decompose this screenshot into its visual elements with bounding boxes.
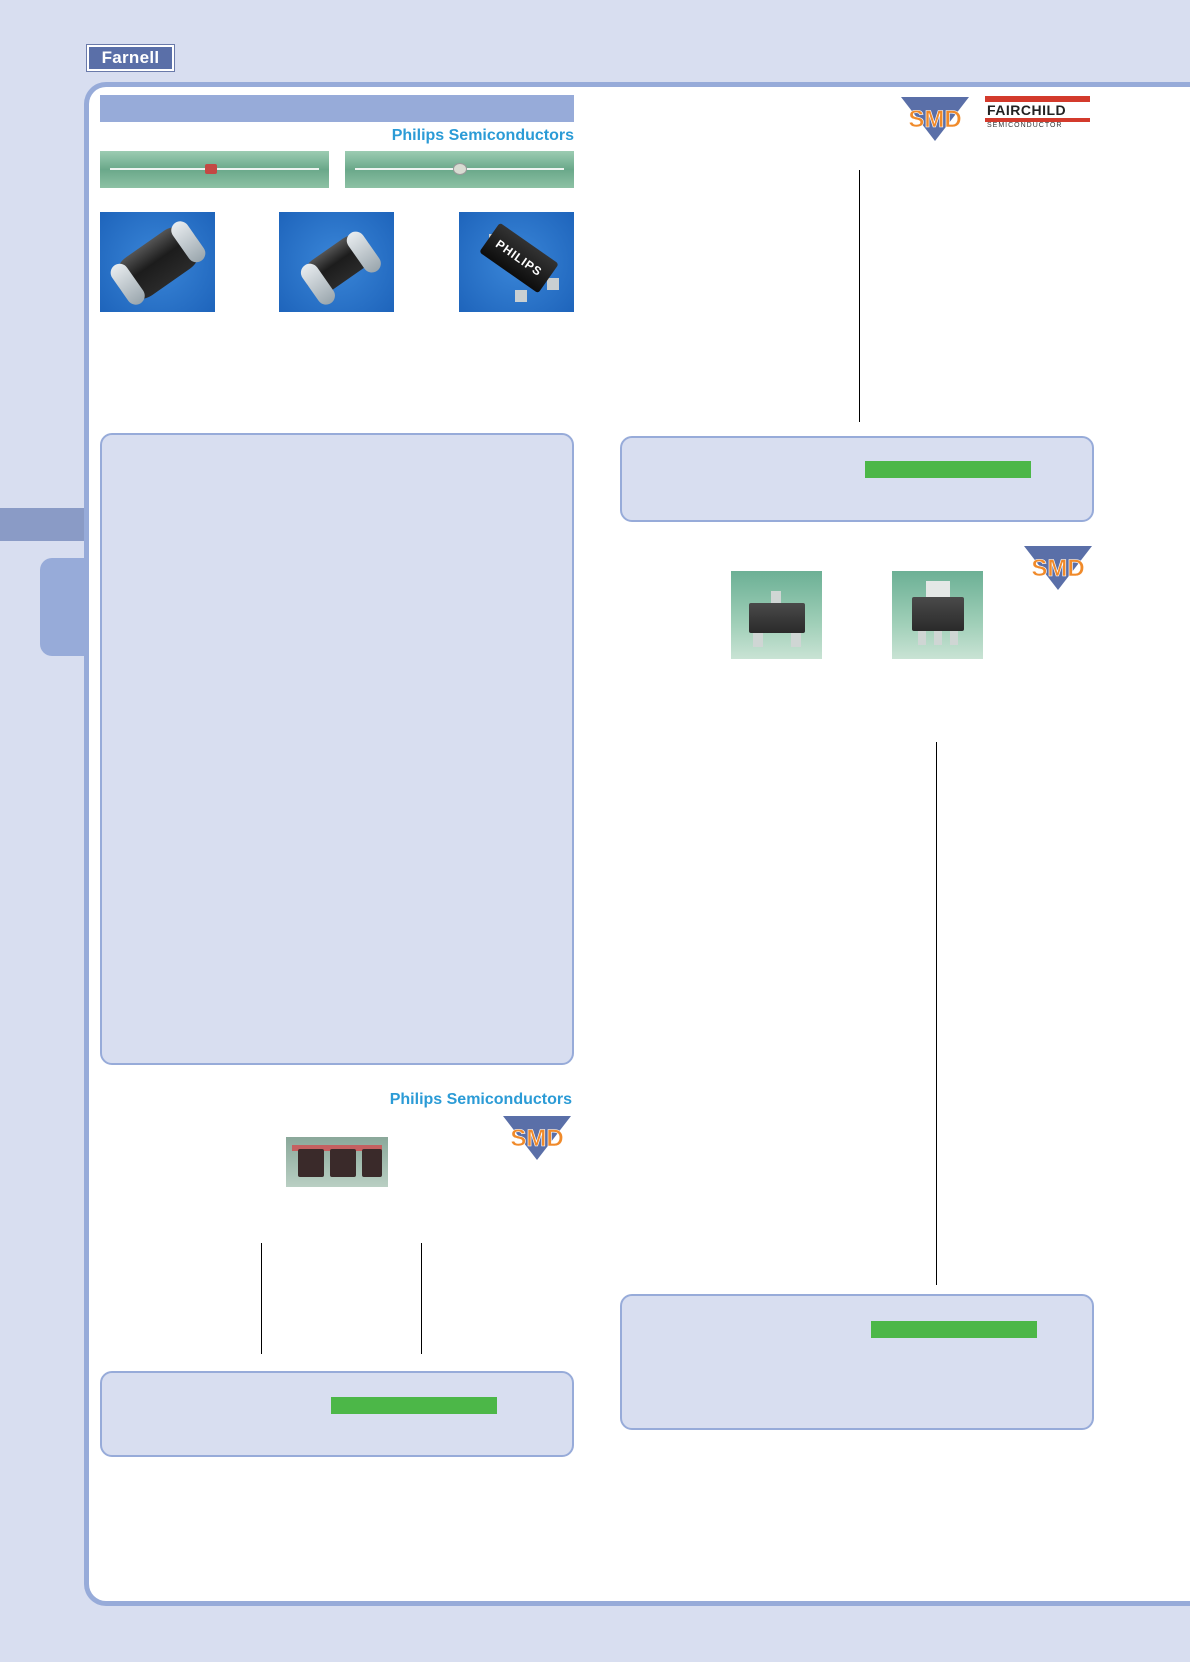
sot-chip-photo: PHILIPS	[459, 212, 574, 312]
chip-pin	[515, 290, 527, 302]
svg-text:SMD: SMD	[908, 106, 961, 133]
smd-logo-top: SMD	[901, 97, 969, 141]
array-element	[298, 1149, 324, 1177]
sot-lead	[950, 631, 958, 645]
fairchild-word: FAIRCHILD	[987, 102, 1067, 118]
spec-box-small-left	[100, 1371, 574, 1457]
sot-lead	[918, 631, 926, 645]
diode-body	[453, 163, 467, 175]
sot-lead	[771, 591, 781, 603]
sot223-photo	[892, 571, 983, 659]
sot23-photo	[731, 571, 822, 659]
divider-line	[421, 1243, 422, 1354]
smd-logo-bottom: SMD	[503, 1116, 571, 1160]
sot-lead	[753, 633, 763, 647]
order-code-bar[interactable]	[865, 461, 1031, 478]
sot-lead	[791, 633, 801, 647]
sot-body	[912, 597, 964, 631]
fairchild-logo: FAIRCHILD SEMICONDUCTOR	[985, 96, 1090, 130]
axial-diode-photo	[100, 151, 329, 188]
fairchild-band	[985, 118, 1090, 122]
side-tab[interactable]	[40, 558, 88, 656]
array-element	[330, 1149, 356, 1177]
divider-line	[261, 1243, 262, 1354]
farnell-logo: Farnell	[86, 44, 175, 72]
order-code-bar[interactable]	[331, 1397, 497, 1414]
sot-body	[749, 603, 805, 633]
spec-box-right-bottom	[620, 1294, 1094, 1430]
svg-text:SMD: SMD	[510, 1125, 563, 1152]
sot-lead	[934, 631, 942, 645]
chip-pin	[547, 278, 559, 290]
minimelf-diode-photo	[279, 212, 394, 312]
divider-line	[859, 170, 860, 422]
diode-array-photo	[286, 1137, 388, 1187]
section-header-bar	[100, 95, 574, 122]
farnell-logo-text: Farnell	[89, 47, 172, 69]
fairchild-band	[985, 96, 1090, 102]
array-element	[362, 1149, 382, 1177]
svg-text:SMD: SMD	[1031, 555, 1084, 582]
minimelf-diode	[297, 228, 379, 300]
spec-box-right-top	[620, 436, 1094, 522]
smd-logo-mid: SMD	[1024, 546, 1092, 590]
side-tab-dark	[0, 508, 84, 541]
fairchild-tag: SEMICONDUCTOR	[987, 122, 1063, 129]
array-strip	[292, 1145, 382, 1151]
diode-body	[205, 164, 217, 174]
sot-tab	[926, 581, 950, 599]
divider-line	[936, 742, 937, 1285]
philips-brand-text-bottom: Philips Semiconductors	[389, 1091, 572, 1108]
melf-diode	[107, 217, 209, 309]
melf-diode-photo	[100, 212, 215, 312]
philips-brand-text-top: Philips Semiconductors	[391, 127, 574, 144]
order-code-bar[interactable]	[871, 1321, 1037, 1338]
glass-diode-photo	[345, 151, 574, 188]
spec-box-large	[100, 433, 574, 1065]
